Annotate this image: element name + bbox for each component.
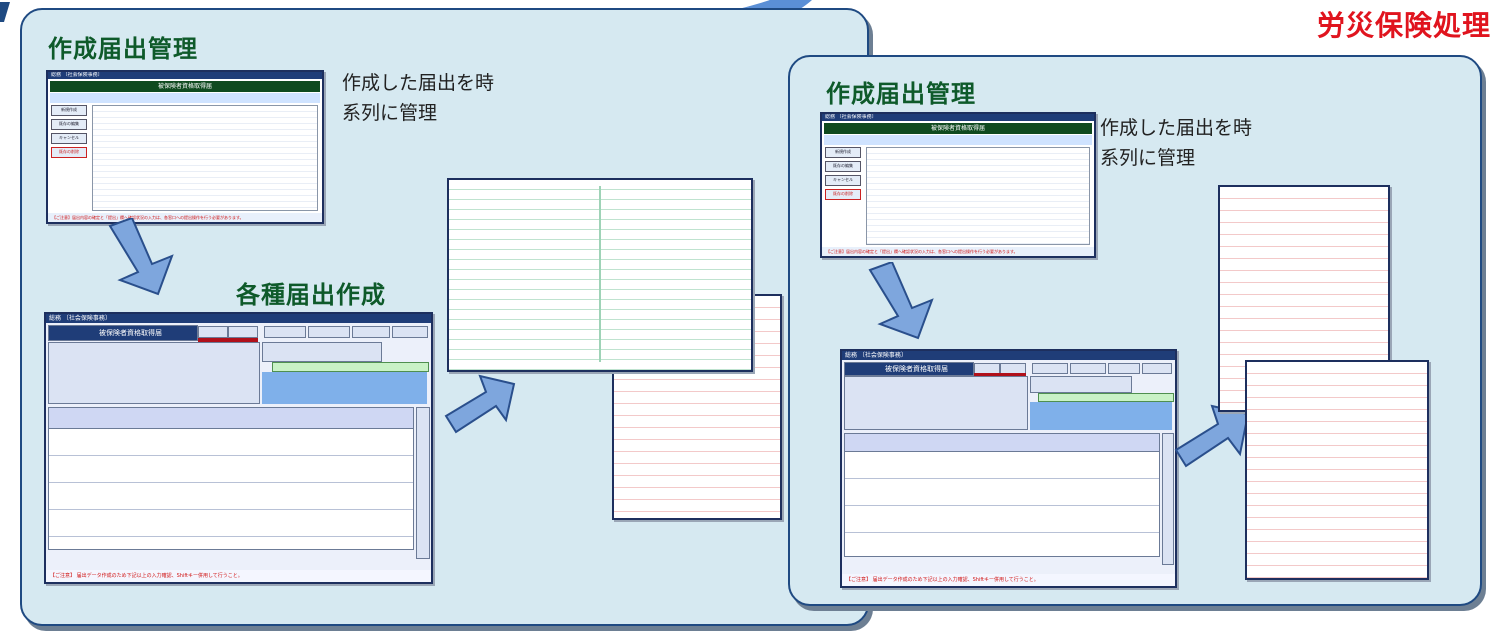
print-check-button[interactable]	[264, 326, 306, 338]
table-header	[844, 433, 1160, 452]
right-form-screenshot: 総務 〔社会保険事務〕 被保険者資格取得届 【ご注意】 届出データ作成のため下記…	[840, 349, 1177, 588]
highlight-area	[262, 372, 427, 404]
office-info-block	[48, 342, 260, 404]
right-panel-description: 作成した届出を時 系列に管理	[1100, 113, 1252, 173]
category-button[interactable]	[1070, 363, 1106, 374]
date-block	[262, 342, 382, 362]
description-line-1: 作成した届出を時	[1100, 117, 1253, 139]
arrow-down-icon	[108, 218, 174, 296]
scrollbar[interactable]	[416, 407, 430, 559]
delete-button[interactable]: 既存の削除	[51, 147, 87, 158]
window-title: 総務 〔社会保険事務〕	[46, 314, 431, 323]
left-panel-description: 作成した届出を時 系列に管理	[342, 68, 494, 128]
section-title: 各種届出作成	[236, 281, 386, 309]
status-bar	[272, 362, 429, 372]
arrow-right-icon	[1174, 404, 1250, 468]
left-list-screenshot: 総務 〔社会保険事務〕 被保険者資格取得届 新規作成 既存の編集 キャンセル 既…	[46, 70, 324, 224]
footer-note: 【ご注意】届出内容の確定と「提出」欄へ確認状況の入力は、各窓口への提出操作を行う…	[822, 247, 1094, 256]
print-check-button[interactable]	[1032, 363, 1068, 374]
close-button[interactable]	[392, 326, 428, 338]
highlight-area	[1030, 402, 1172, 430]
close-button[interactable]	[1142, 363, 1172, 374]
description-line-1: 作成した届出を時	[342, 72, 495, 94]
document-red-form-2	[1245, 360, 1429, 580]
edit-button[interactable]: 既存の編集	[825, 161, 861, 172]
window-title: 総務 〔社会保険事務〕	[48, 72, 322, 79]
info-bar	[50, 93, 320, 103]
button-column: 新規作成 既存の編集 キャンセル 既存の削除	[51, 105, 87, 161]
header-block: 被保険者資格取得届	[48, 325, 198, 341]
form-footer-note: 【ご注意】 届出データ作成のため下記以上の入力確認、Shiftキー併用して行うこ…	[46, 570, 431, 582]
delete-button[interactable]: 既存の削除	[825, 189, 861, 200]
print-button[interactable]	[1108, 363, 1140, 374]
list-grid	[866, 147, 1090, 245]
check-button[interactable]	[198, 326, 228, 338]
window-title: 総務 〔社会保険事務〕	[842, 351, 1175, 360]
left-panel-title: 作成届出管理	[48, 35, 198, 63]
cancel-button[interactable]: キャンセル	[51, 133, 87, 144]
form-title: 被保険者資格取得届	[885, 365, 948, 373]
table-header	[48, 407, 414, 429]
button-column: 新規作成 既存の編集 キャンセル 既存の削除	[825, 147, 861, 203]
left-form-screenshot: 総務 〔社会保険事務〕 被保険者資格取得届 【ご注意】 届出データ作成のため下記…	[44, 312, 433, 584]
cancel-button[interactable]: キャンセル	[825, 175, 861, 186]
office-info-block	[844, 376, 1028, 430]
document-green-form	[447, 178, 753, 372]
form-title: 被保険者資格取得届	[99, 329, 162, 337]
form-footer-note: 【ご注意】 届出データ作成のため下記以上の入力確認、Shiftキー併用して行うこ…	[842, 574, 1175, 586]
window-title: 総務 〔社会保険事務〕	[822, 114, 1094, 121]
arrow-down-icon	[868, 262, 934, 340]
footer-note: 【ご注意】届出内容の確定と「提出」欄へ確認状況の入力は、各窓口への提出操作を行う…	[48, 213, 322, 222]
new-button[interactable]: 新規作成	[825, 147, 861, 158]
new-button[interactable]: 新規作成	[51, 105, 87, 116]
description-line-2: 系列に管理	[342, 102, 438, 124]
header-block: 被保険者資格取得届	[844, 362, 974, 376]
info-bar	[824, 135, 1092, 145]
submit-button[interactable]	[228, 326, 258, 338]
arrow-right-icon	[444, 374, 516, 434]
main-title: 労災保険処理	[1317, 9, 1492, 42]
data-table	[844, 451, 1160, 557]
right-panel-title: 作成届出管理	[826, 80, 976, 108]
date-block	[1030, 376, 1132, 393]
print-button[interactable]	[352, 326, 390, 338]
screen-header: 被保険者資格取得届	[824, 123, 1092, 134]
right-list-screenshot: 総務 〔社会保険事務〕 被保険者資格取得届 新規作成 既存の編集 キャンセル 既…	[820, 112, 1096, 258]
data-table	[48, 428, 414, 550]
edit-button[interactable]: 既存の編集	[51, 119, 87, 130]
description-line-2: 系列に管理	[1100, 147, 1196, 169]
screen-header: 被保険者資格取得届	[50, 81, 320, 92]
category-button[interactable]	[308, 326, 350, 338]
scrollbar[interactable]	[1162, 433, 1174, 565]
status-bar	[1038, 393, 1174, 402]
list-grid	[92, 105, 318, 211]
